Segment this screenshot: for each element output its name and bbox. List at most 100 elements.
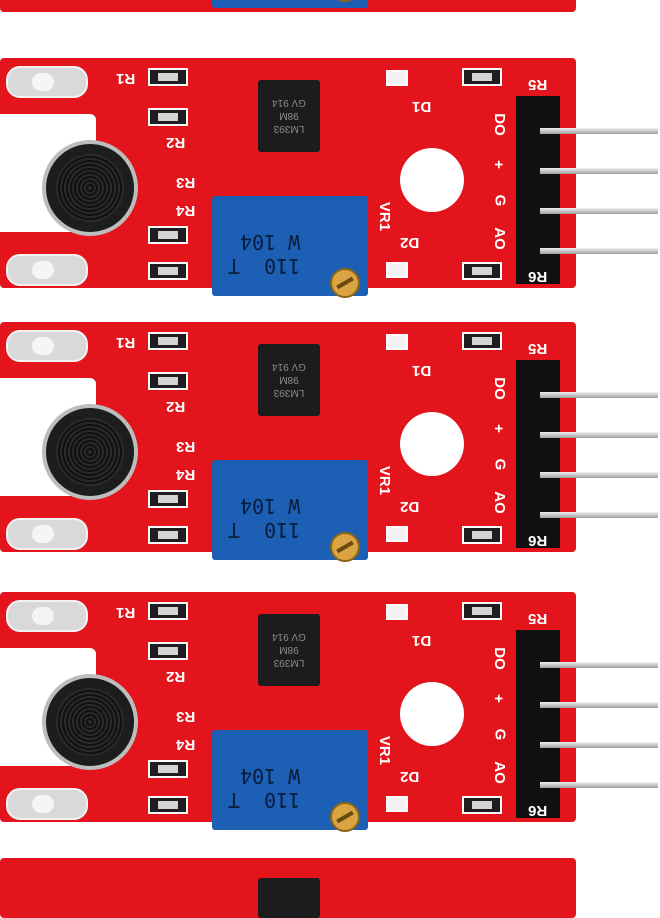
bottom-module-partial [0,858,660,918]
microphone [42,674,138,770]
label-do: DO [490,647,508,670]
mounting-slot [6,788,88,820]
smd-resistor [148,796,188,814]
smd-resistor [462,68,502,86]
header-pin [540,702,658,708]
mounting-slot [6,330,88,362]
lm393-chip: LM393 98M GV 914 [258,80,320,152]
label-d2: D2 [400,768,420,785]
led-d2 [386,262,408,278]
smd-resistor [148,226,188,244]
led-d2 [386,526,408,542]
potentiometer-screw [330,268,360,298]
lm393-chip: LM393 98M GV 914 [258,614,320,686]
label-r6: R6 [528,802,548,819]
label-d1: D1 [412,362,432,379]
label-r3: R3 [176,174,196,191]
label-r4: R4 [176,202,196,219]
label-d2: D2 [400,234,420,251]
label-plus: + [489,160,507,169]
header-pin [540,248,658,254]
label-r2: R2 [166,398,186,415]
label-d2: D2 [400,498,420,515]
header-pin [540,782,658,788]
label-r3: R3 [176,708,196,725]
mounting-hole [400,412,464,476]
led-d1 [386,604,408,620]
label-g: G [491,458,509,471]
label-vr1: VR1 [376,465,394,496]
sound-sensor-module: LM393 98M GV 914 110 T W 104 R1 R2 R3 R4… [0,322,660,562]
smd-resistor [462,602,502,620]
header-pin [540,432,658,438]
label-r1: R1 [116,604,136,621]
potentiometer-screw [330,802,360,832]
smd-resistor [148,372,188,390]
label-do: DO [490,113,508,136]
mounting-hole [400,148,464,212]
smd-resistor [148,602,188,620]
label-r2: R2 [166,668,186,685]
smd-resistor [462,332,502,350]
header-pin [540,742,658,748]
smd-resistor [148,526,188,544]
mounting-slot [6,254,88,286]
led-d1 [386,334,408,350]
header-pin [540,392,658,398]
label-r6: R6 [528,532,548,549]
header-pin [540,208,658,214]
smd-resistor [462,262,502,280]
label-r5: R5 [528,610,548,627]
lm393-chip: LM393 98M GV 914 [258,344,320,416]
label-vr1: VR1 [376,735,394,766]
sound-sensor-module: LM393 98M GV 914 110 T W 104 R1 R2 R3 R4… [0,58,660,298]
pin-header [516,96,560,284]
microphone [42,140,138,236]
mounting-slot [6,518,88,550]
sound-sensor-module: LM393 98M GV 914 110 T W 104 R1 R2 R3 R4… [0,592,660,832]
label-r4: R4 [176,466,196,483]
smd-resistor [148,332,188,350]
mounting-hole [400,682,464,746]
label-d1: D1 [412,632,432,649]
smd-resistor [148,490,188,508]
header-pin [540,168,658,174]
smd-resistor [148,262,188,280]
label-ao: AO [490,491,508,514]
header-pin [540,512,658,518]
smd-resistor [148,108,188,126]
label-r2: R2 [166,134,186,151]
label-plus: + [489,694,507,703]
header-pin [540,472,658,478]
smd-resistor [462,526,502,544]
top-module-partial [0,0,660,12]
pin-header [516,360,560,548]
label-ao: AO [490,761,508,784]
smd-resistor [462,796,502,814]
label-r1: R1 [116,70,136,87]
smd-resistor [148,68,188,86]
led-d1 [386,70,408,86]
label-do: DO [490,377,508,400]
pin-header [516,630,560,818]
microphone [42,404,138,500]
header-pin [540,662,658,668]
header-pin [540,128,658,134]
smd-resistor [148,642,188,660]
label-g: G [491,728,509,741]
label-r3: R3 [176,438,196,455]
led-d2 [386,796,408,812]
potentiometer-screw [330,532,360,562]
label-r5: R5 [528,340,548,357]
label-plus: + [489,424,507,433]
label-r1: R1 [116,334,136,351]
label-d1: D1 [412,98,432,115]
label-r6: R6 [528,268,548,285]
label-r4: R4 [176,736,196,753]
mounting-slot [6,66,88,98]
label-vr1: VR1 [376,201,394,232]
label-r5: R5 [528,76,548,93]
mounting-slot [6,600,88,632]
smd-resistor [148,760,188,778]
label-ao: AO [490,227,508,250]
